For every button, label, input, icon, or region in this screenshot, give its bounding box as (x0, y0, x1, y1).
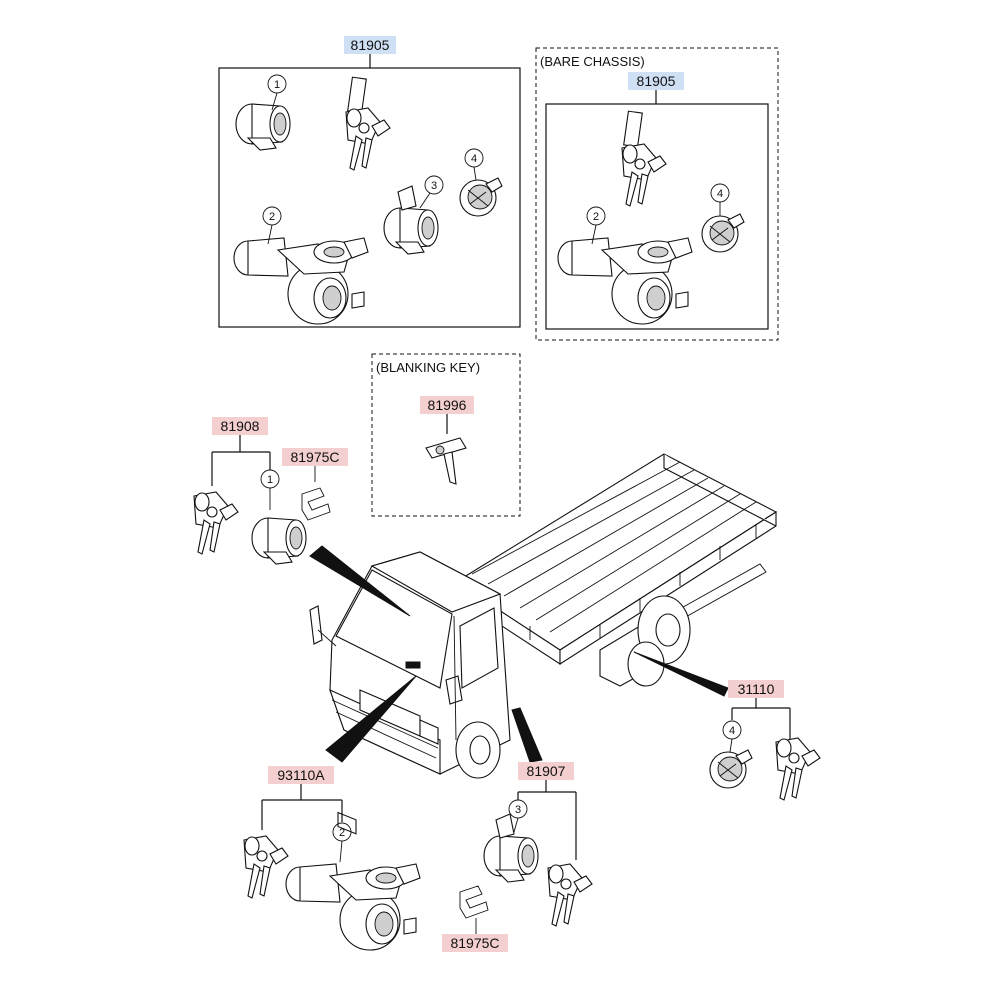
bare-chassis-81905-highlight (628, 72, 684, 90)
top-left-group: 81905 1 3 4 2 (218, 36, 521, 328)
bare-chassis-81905-label: 81905 (637, 73, 676, 89)
blanking-key-81996-label: 81996 (428, 397, 467, 413)
ignition-set: 93110A 2 (243, 766, 421, 951)
top-cap-4: 4 (459, 148, 503, 217)
blanking-key-note: (BLANKING KEY) (376, 360, 480, 375)
retainer-81975C-bottom-highlight (442, 934, 508, 952)
callout-4: 4 (729, 725, 735, 737)
bare-chassis-ignition-2: 2 (557, 206, 693, 325)
callout-1: 1 (274, 79, 280, 91)
door-lock-81907-label: 81907 (527, 763, 566, 779)
bare-chassis-dashed-box (535, 47, 779, 341)
blanking-key-81996-highlight (420, 396, 474, 414)
top-key-1 (345, 76, 391, 171)
top-ignition-2: 2 (233, 206, 369, 325)
group-81905-highlight (344, 36, 396, 54)
callout-2: 2 (593, 211, 599, 223)
top-cylinder-1: 1 (235, 74, 291, 151)
bare-chassis-note: (BARE CHASSIS) (540, 54, 645, 69)
fuel-cap-31110-highlight (728, 680, 784, 698)
group-81905-box (218, 67, 521, 328)
door-lock-set-right: 81907 3 81975C (442, 762, 593, 952)
ignition-93110A-label: 93110A (277, 767, 325, 783)
blanking-key-group: (BLANKING KEY) 81996 (371, 353, 521, 517)
retainer-81975C-top-highlight (282, 448, 348, 466)
bare-chassis-key (621, 110, 667, 207)
pointer-arrows (309, 545, 729, 763)
callout-2: 2 (339, 827, 345, 839)
bare-chassis-inner-box (545, 103, 769, 330)
bare-chassis-group: (BARE CHASSIS) 81905 4 2 (535, 47, 779, 341)
bed-slats (469, 461, 757, 640)
bare-chassis-cap-4: 4 (701, 183, 745, 253)
door-lock-81908-highlight (212, 417, 268, 435)
group-81905-label: 81905 (351, 37, 390, 53)
callout-4: 4 (717, 188, 723, 200)
blanking-key-dashed-box (371, 353, 521, 517)
callout-3: 3 (515, 804, 521, 816)
callout-2: 2 (269, 211, 275, 223)
callout-4: 4 (471, 153, 477, 165)
door-lock-81907-highlight (518, 762, 574, 780)
top-cylinder-3: 3 (383, 175, 444, 255)
retainer-81975C-bottom-label: 81975C (450, 935, 499, 951)
retainer-81975C-top-label: 81975C (290, 449, 339, 465)
ignition-93110A-highlight (268, 766, 334, 784)
fuel-cap-set: 31110 4 (709, 680, 821, 801)
callout-1: 1 (267, 474, 273, 486)
fuel-cap-31110-label: 31110 (738, 681, 775, 697)
door-lock-81908-label: 81908 (221, 418, 260, 434)
callout-3: 3 (431, 180, 437, 192)
door-lock-set-left: 81908 1 81975C (193, 417, 348, 565)
